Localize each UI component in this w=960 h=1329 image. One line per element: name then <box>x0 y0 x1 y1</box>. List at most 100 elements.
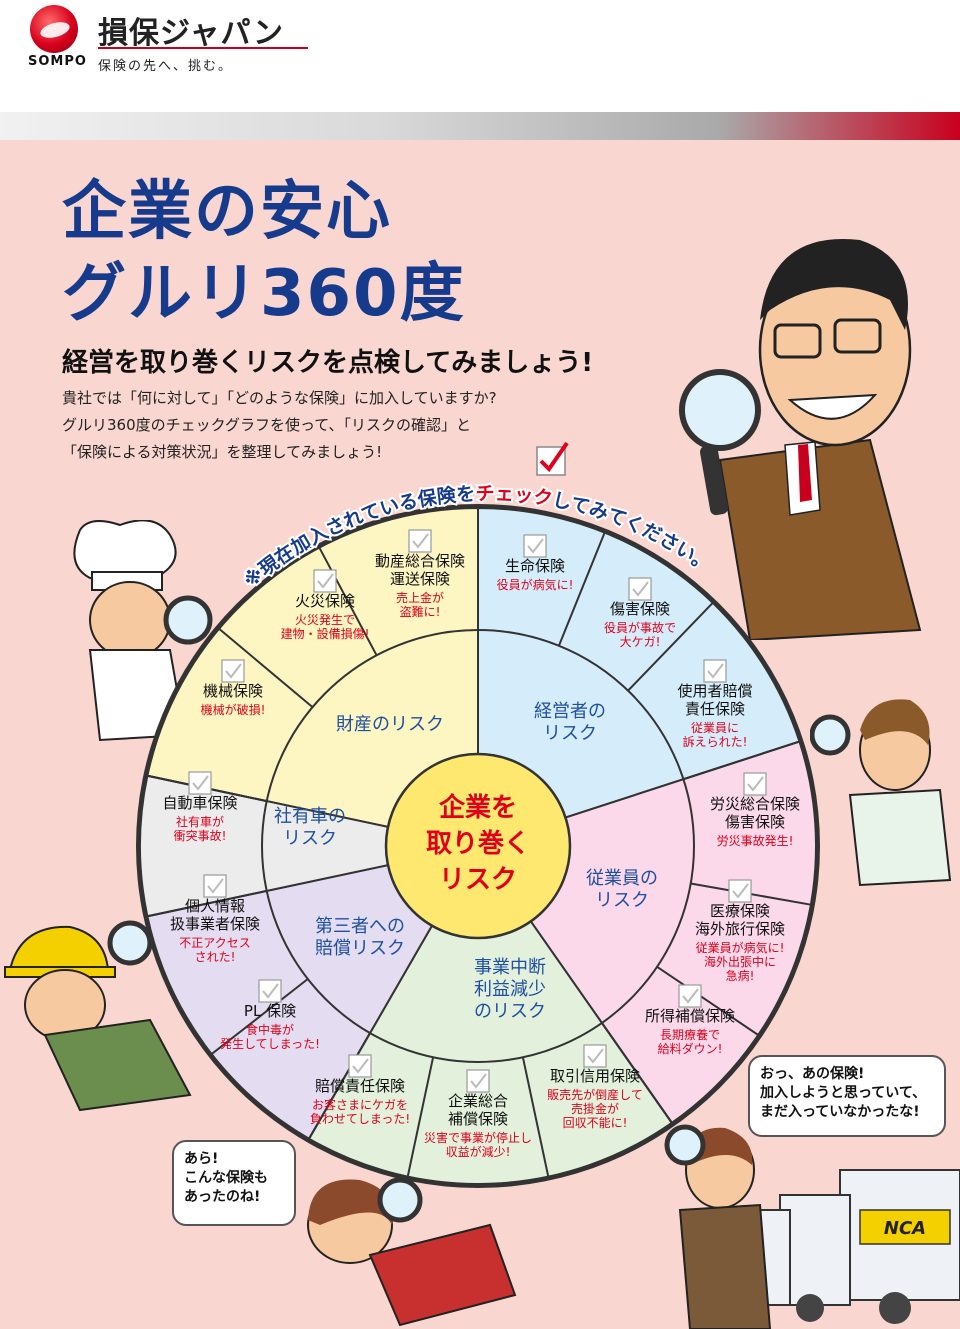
insurance-risk-6-1: 売掛金が <box>571 1101 619 1116</box>
checkbox-2[interactable] <box>703 659 727 683</box>
wheel-divider-5 <box>627 602 714 692</box>
wheel-center <box>384 752 572 940</box>
insurance-name-14-1: 運送保険 <box>390 570 450 588</box>
checkbox-8[interactable] <box>348 1054 372 1078</box>
insurance-risk-5-0: 長期療養で <box>660 1027 720 1042</box>
insurance-risk-11-1: 衝突事故! <box>174 828 227 843</box>
speech-bubble-right: おっ、あの保険! 加入しようと思っていて、 まだ入っていなかったな! <box>748 1055 946 1137</box>
insurance-name-14-0: 動産総合保険 <box>375 552 465 570</box>
insurance-risk-8-1: 負わせてしまった! <box>310 1112 410 1126</box>
insurance-name-9-0: PL 保険 <box>244 1002 296 1020</box>
insurance-risk-9-1: 発生してしまった! <box>220 1037 320 1051</box>
checkbox-6[interactable] <box>583 1044 607 1068</box>
intro-line-3: 「保険による対策状況」を整理してみましょう! <box>62 443 383 461</box>
wheel-divider-2 <box>318 547 378 656</box>
category-label-2-0: 従業員の <box>586 868 658 889</box>
brand-tagline: 保険の先へ、挑む。 <box>98 59 234 74</box>
insurance-name-7-0: 企業総合 <box>448 1092 508 1110</box>
checkbox-3[interactable] <box>743 772 767 796</box>
checkbox-12[interactable] <box>221 659 245 683</box>
insurance-name-7-1: 補償保険 <box>448 1110 508 1128</box>
subtitle: 経営を取り巻くリスクを点検してみましょう! <box>62 348 594 378</box>
insurance-name-4-1: 海外旅行保険 <box>695 920 785 938</box>
truck-logo-text: NCA <box>884 1218 926 1239</box>
wheel-divider-8 <box>656 965 759 1036</box>
insurance-risk-5-1: 給料ダウン! <box>658 1041 723 1056</box>
checkbox-14[interactable] <box>408 529 432 553</box>
insurance-risk-6-2: 回収不能に! <box>563 1116 628 1130</box>
category-label-1-1: リスク <box>543 723 597 744</box>
checkbox-4[interactable] <box>728 879 752 903</box>
insurance-risk-4-2: 急病! <box>726 968 755 983</box>
businessman-illustration <box>679 239 922 640</box>
wheel-divider-4 <box>557 532 606 647</box>
checkbox-11[interactable] <box>188 771 212 795</box>
insurance-risk-1-0: 役員が事故で <box>604 620 676 635</box>
wheel-divider-13 <box>211 978 309 1055</box>
wheel-divider-12 <box>308 1032 371 1140</box>
checkbox-7[interactable] <box>466 1069 490 1093</box>
wheel-divider-9 <box>601 1022 673 1124</box>
intro-line-1: 貴社では「何に対して」「どのような保険」に加入していますか? <box>62 389 497 407</box>
woman-illustration <box>307 1177 517 1327</box>
category-label-5-1: リスク <box>283 828 337 849</box>
insurance-risk-11-0: 社有車が <box>176 814 224 829</box>
insurance-name-10-1: 扱事業者保険 <box>170 915 260 933</box>
category-label-3-0: 事業中断 <box>474 957 546 978</box>
brand-name: 損保ジャパン <box>98 16 284 51</box>
category-label-5-0: 社有車の <box>274 806 346 827</box>
insurance-name-11-0: 自動車保険 <box>162 794 237 812</box>
insurance-risk-2-1: 訴えられた! <box>683 734 748 749</box>
bubble-right-line-1: おっ、あの保険! <box>760 1066 865 1082</box>
brand-rule <box>98 47 308 49</box>
insurance-risk-12-0: 機械が破損! <box>201 702 266 717</box>
bubble-left-line-1: あら! <box>184 1151 219 1167</box>
insurance-risk-14-0: 売上金が <box>396 590 444 605</box>
insurance-name-0-0: 生命保険 <box>505 557 565 575</box>
insurance-risk-8-0: お客さまにケガを <box>312 1097 408 1112</box>
wheel-divider-6 <box>683 740 800 781</box>
wheel-divider-1 <box>218 627 314 708</box>
center-label-1: 企業を <box>439 792 517 823</box>
insurance-name-1-0: 傷害保険 <box>610 600 670 618</box>
bubble-right-line-3: まだ入っていなかったな! <box>760 1103 920 1120</box>
insurance-name-2-1: 責任保険 <box>685 700 745 718</box>
category-label-3-1: 利益減少 <box>474 979 546 1000</box>
category-label-1-0: 経営者の <box>534 701 606 722</box>
bubble-left-line-3: あったのね! <box>184 1188 261 1205</box>
construction-worker-illustration <box>4 920 192 1112</box>
insurance-risk-1-1: 大ケガ! <box>620 635 661 649</box>
bubble-left-line-2: こんな保険も <box>184 1169 268 1186</box>
insurance-name-4-0: 医療保険 <box>710 902 770 920</box>
checkbox-5[interactable] <box>678 984 702 1008</box>
insurance-risk-2-0: 従業員に <box>691 721 739 735</box>
insurance-name-10-0: 個人情報 <box>185 897 245 915</box>
checkbox-10[interactable] <box>203 874 227 898</box>
insurance-risk-10-0: 不正アクセス <box>179 936 250 950</box>
category-label-4-0: 第三者への <box>315 916 405 937</box>
chef-illustration <box>73 520 213 742</box>
insurance-name-13-0: 火災保険 <box>295 592 355 610</box>
wheel-divider-10 <box>521 1057 550 1177</box>
insurance-risk-6-0: 販売先が倒産して <box>547 1087 643 1102</box>
checkbox-9[interactable] <box>258 979 282 1003</box>
insurance-name-3-0: 労災総合保険 <box>710 795 800 813</box>
category-label-2-1: リスク <box>595 890 649 911</box>
center-label-3: リスク <box>439 865 517 895</box>
header: SOMPO 損保ジャパン 保険の先へ、挑む。 <box>0 0 960 110</box>
insurance-risk-4-0: 従業員が病気に! <box>696 940 785 955</box>
insurance-risk-14-1: 盗難に! <box>400 604 441 619</box>
checkbox-1[interactable] <box>628 577 652 601</box>
insurance-risk-13-0: 火災発生で <box>295 613 355 627</box>
insurance-risk-13-1: 建物・設備損傷! <box>281 626 370 641</box>
checkbox-13[interactable] <box>313 569 337 593</box>
center-label-2: 取り巻く <box>426 829 530 859</box>
category-label-3-2: のリスク <box>474 1001 546 1022</box>
header-band <box>0 112 960 140</box>
office-worker-illustration <box>810 699 952 887</box>
insurance-name-8-0: 賠償責任保険 <box>315 1077 405 1095</box>
insurance-risk-3-0: 労災事故発生! <box>717 833 794 848</box>
checkbox-0[interactable] <box>523 534 547 558</box>
wheel-divider-14 <box>147 889 267 918</box>
